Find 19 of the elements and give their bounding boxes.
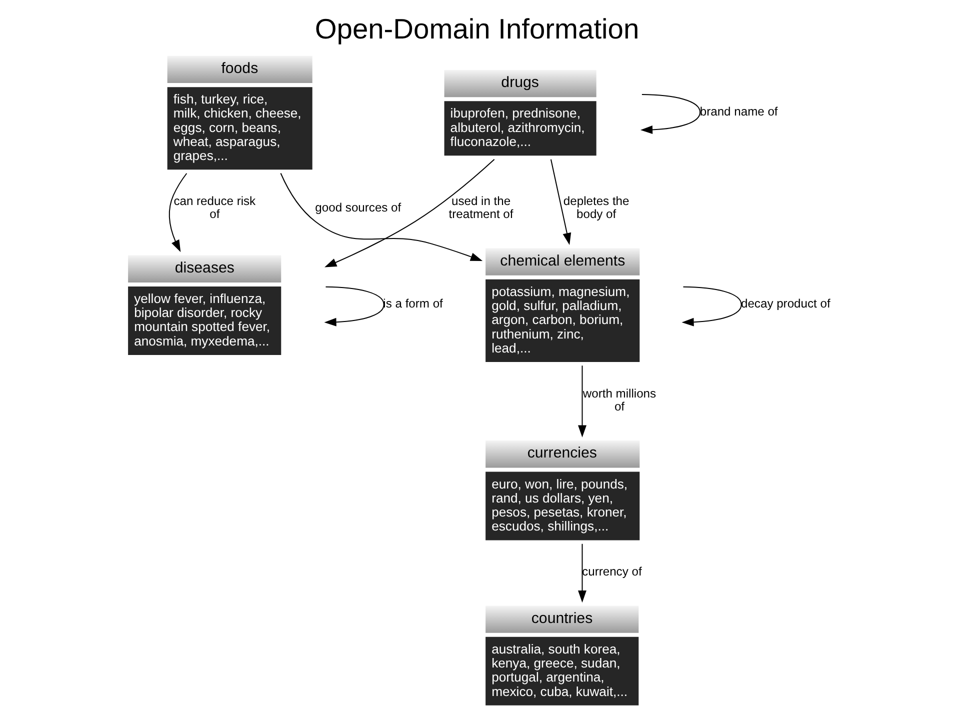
arrow	[578, 366, 586, 438]
arrow	[550, 159, 572, 246]
arrow	[324, 286, 384, 326]
arrow	[168, 173, 188, 252]
edge-label: is a form of	[383, 296, 443, 311]
arrow	[324, 158, 495, 268]
edge-label: worth millions of	[582, 386, 656, 414]
diagram-title: Open-Domain Information	[314, 12, 640, 45]
arrow	[682, 286, 742, 326]
edge-label: depletes the body of	[563, 194, 630, 222]
arrow	[280, 173, 483, 262]
edge-label: brand name of	[700, 104, 778, 118]
edge-label: good sources of	[315, 200, 402, 215]
edge-label: can reduce risk of	[174, 194, 256, 222]
edge-label: currency of	[582, 564, 642, 579]
edge-label: decay product of	[741, 296, 830, 311]
edge-label: used in the treatment of	[448, 194, 514, 222]
arrow	[578, 544, 586, 603]
arrow	[640, 94, 701, 134]
